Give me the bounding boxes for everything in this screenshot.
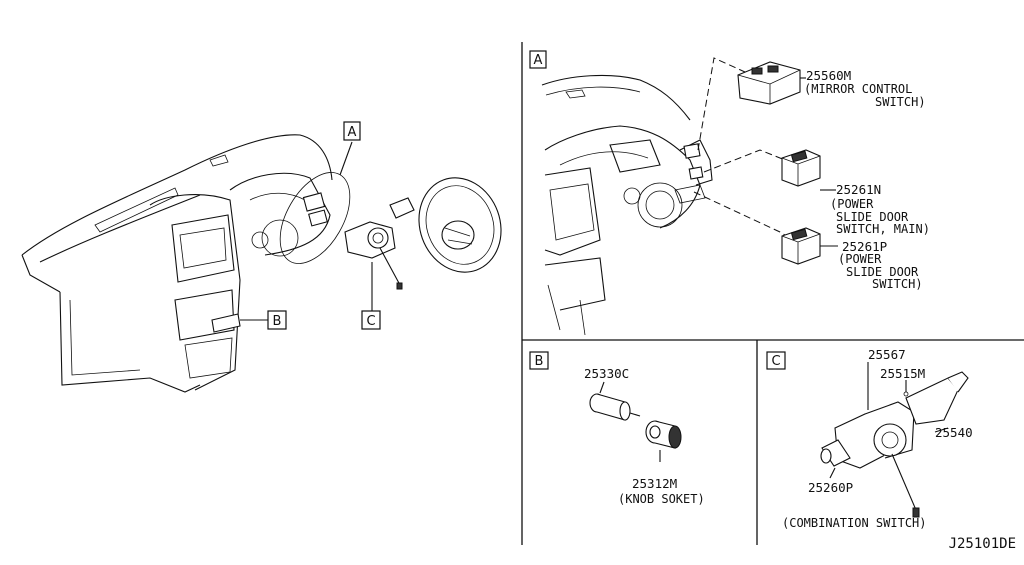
callout-b-main: B <box>267 310 287 330</box>
part-25560m-desc-line1: (MIRROR CONTROL <box>804 82 912 96</box>
mirror-control-switch <box>737 61 806 105</box>
part-25261p-number: 25261P <box>842 239 887 254</box>
diagram-code: J25101DE <box>949 536 1016 552</box>
part-25567-number: 25567 <box>868 347 906 362</box>
part-25560m-desc-line2: SWITCH) <box>875 95 926 109</box>
part-25261p-desc-line2: SLIDE DOOR <box>846 265 919 279</box>
steering-wheel <box>418 177 502 273</box>
callout-c-main: C <box>361 310 381 330</box>
cigar-lighter <box>589 381 641 421</box>
part-25261p-desc-line3: SWITCH) <box>872 277 923 291</box>
part-25312m-number: 25312M <box>632 476 677 491</box>
combination-switch-main <box>344 197 415 312</box>
slide-door-main-switch <box>781 149 836 191</box>
panel-dividers <box>521 42 1024 545</box>
part-25261n-desc-line2: SLIDE DOOR <box>836 210 909 224</box>
part-25330c-number: 25330C <box>584 366 629 381</box>
panel-b: B 25330C 25312M (KNOB SOKET) <box>529 351 705 506</box>
panel-c-label: C <box>771 354 780 369</box>
part-25261p-desc-line1: (POWER <box>838 252 882 266</box>
part-25312m-desc: (KNOB SOKET) <box>618 492 705 506</box>
part-25261n-desc-line1: (POWER <box>830 197 874 211</box>
part-25261n-desc-line3: SWITCH, MAIN) <box>836 222 930 236</box>
panel-a-label: A <box>534 53 543 68</box>
panel-b-label: B <box>535 354 544 369</box>
part-combination-desc: (COMBINATION SWITCH) <box>782 516 927 530</box>
part-25515m-number: 25515M <box>880 366 925 381</box>
callout-c-main-label: C <box>366 314 375 329</box>
part-25560m-number: 25560M <box>806 68 851 83</box>
knob-socket <box>645 420 682 462</box>
combination-switch-detail <box>820 371 969 518</box>
dashboard-illustration <box>21 134 351 393</box>
panel-c: C 25567 25515M 25540 25260P (COMBINATION… <box>766 347 973 530</box>
part-25260p-number: 25260P <box>808 480 853 495</box>
part-25540-number: 25540 <box>935 425 973 440</box>
slide-door-sub-switch <box>781 227 838 265</box>
callout-b-main-label: B <box>273 314 282 329</box>
callout-a-main-label: A <box>348 125 357 140</box>
panel-a: A <box>529 50 930 336</box>
callout-a-main: A <box>343 121 361 141</box>
part-25261n-number: 25261N <box>836 182 881 197</box>
